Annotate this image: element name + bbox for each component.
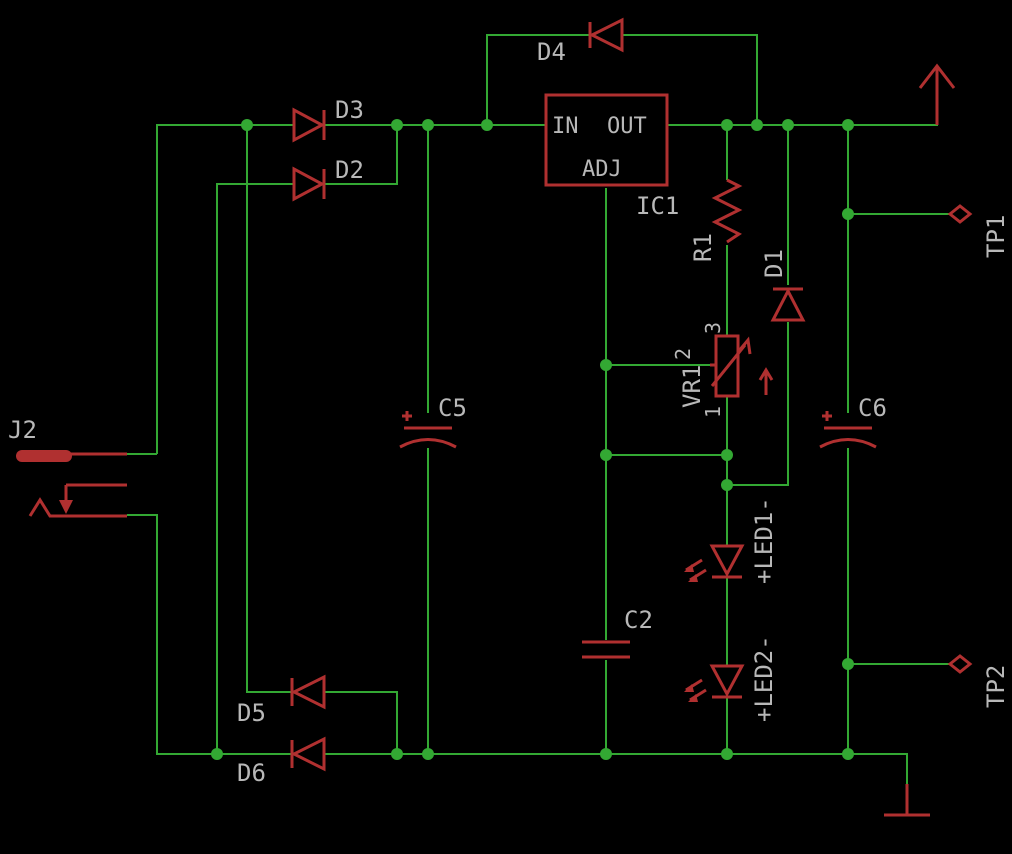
label-vr-pin2: 2 [671, 348, 695, 360]
supply-arrow [918, 63, 956, 125]
label-ic-adj: ADJ [582, 157, 622, 182]
junction [751, 119, 763, 131]
diode-d6 [290, 736, 326, 772]
label-vr-pin3: 3 [701, 322, 725, 334]
diode-d2 [292, 166, 326, 202]
junction [782, 119, 794, 131]
junction [721, 449, 733, 461]
label-d2: D2 [335, 156, 364, 184]
label-d1: D1 [760, 249, 788, 278]
junction [211, 748, 223, 760]
junction [842, 119, 854, 131]
wire-d1-bottom [727, 322, 789, 486]
capacitor-c5 [399, 411, 457, 449]
label-vr1: VR1 [678, 365, 706, 408]
label-led2: +LED2- [750, 635, 778, 722]
label-d5: D5 [237, 699, 266, 727]
junction [842, 208, 854, 220]
junction [391, 748, 403, 760]
resistor-r1 [711, 178, 743, 244]
junctions [211, 119, 854, 760]
junction [600, 748, 612, 760]
junction [422, 748, 434, 760]
diode-d1 [770, 287, 806, 322]
junction [721, 119, 733, 131]
label-led1: +LED1- [750, 497, 778, 584]
diode-d5 [290, 674, 326, 710]
label-c2: C2 [624, 606, 653, 634]
ic1-regulator [544, 93, 669, 187]
wire-d4-bypass-right [622, 34, 758, 125]
connector-j2 [16, 450, 127, 518]
label-d3: D3 [335, 96, 364, 124]
junction [600, 449, 612, 461]
wire-bottom-rail [324, 753, 908, 815]
testpoint-tp2 [947, 654, 973, 674]
label-ic-out: OUT [607, 114, 647, 139]
led-led1 [684, 544, 745, 582]
label-tp1: TP1 [982, 215, 1010, 258]
wire-d4-bypass-left [486, 34, 590, 125]
label-vr-pin1: 1 [701, 406, 725, 418]
wires [127, 34, 950, 815]
label-r1: R1 [689, 233, 717, 262]
wire-d2-out [324, 125, 398, 185]
junction [842, 658, 854, 670]
led-led2 [684, 664, 745, 702]
junction [391, 119, 403, 131]
label-j2: J2 [8, 416, 37, 444]
label-c6: C6 [858, 394, 887, 422]
junction [721, 748, 733, 760]
junction [481, 119, 493, 131]
wire-top-rail [156, 124, 294, 454]
junction [600, 359, 612, 371]
junction [422, 119, 434, 131]
label-d4: D4 [537, 38, 566, 66]
label-d6: D6 [237, 759, 266, 787]
label-ic1: IC1 [636, 192, 679, 220]
wire-d5-out [324, 691, 398, 754]
diode-d3 [292, 107, 326, 143]
label-ic-in: IN [552, 114, 579, 139]
diode-d4 [588, 17, 624, 53]
label-tp2: TP2 [982, 665, 1010, 708]
wire-d2-in [216, 183, 294, 754]
ground-symbol [884, 784, 930, 817]
wire-j2-bottom [127, 514, 292, 755]
junction [721, 479, 733, 491]
labels: D4 D3 D2 D5 D6 IN OUT ADJ IC1 C5 C6 C2 J… [8, 38, 1010, 787]
potentiometer-vr1 [710, 334, 774, 398]
junction [842, 748, 854, 760]
junction [241, 119, 253, 131]
capacitor-c6 [819, 411, 877, 449]
testpoint-tp1 [947, 204, 973, 224]
wire-left-vertical [246, 125, 292, 693]
label-c5: C5 [438, 394, 467, 422]
capacitor-c2 [582, 640, 630, 659]
wire-out-rail [668, 70, 938, 126]
